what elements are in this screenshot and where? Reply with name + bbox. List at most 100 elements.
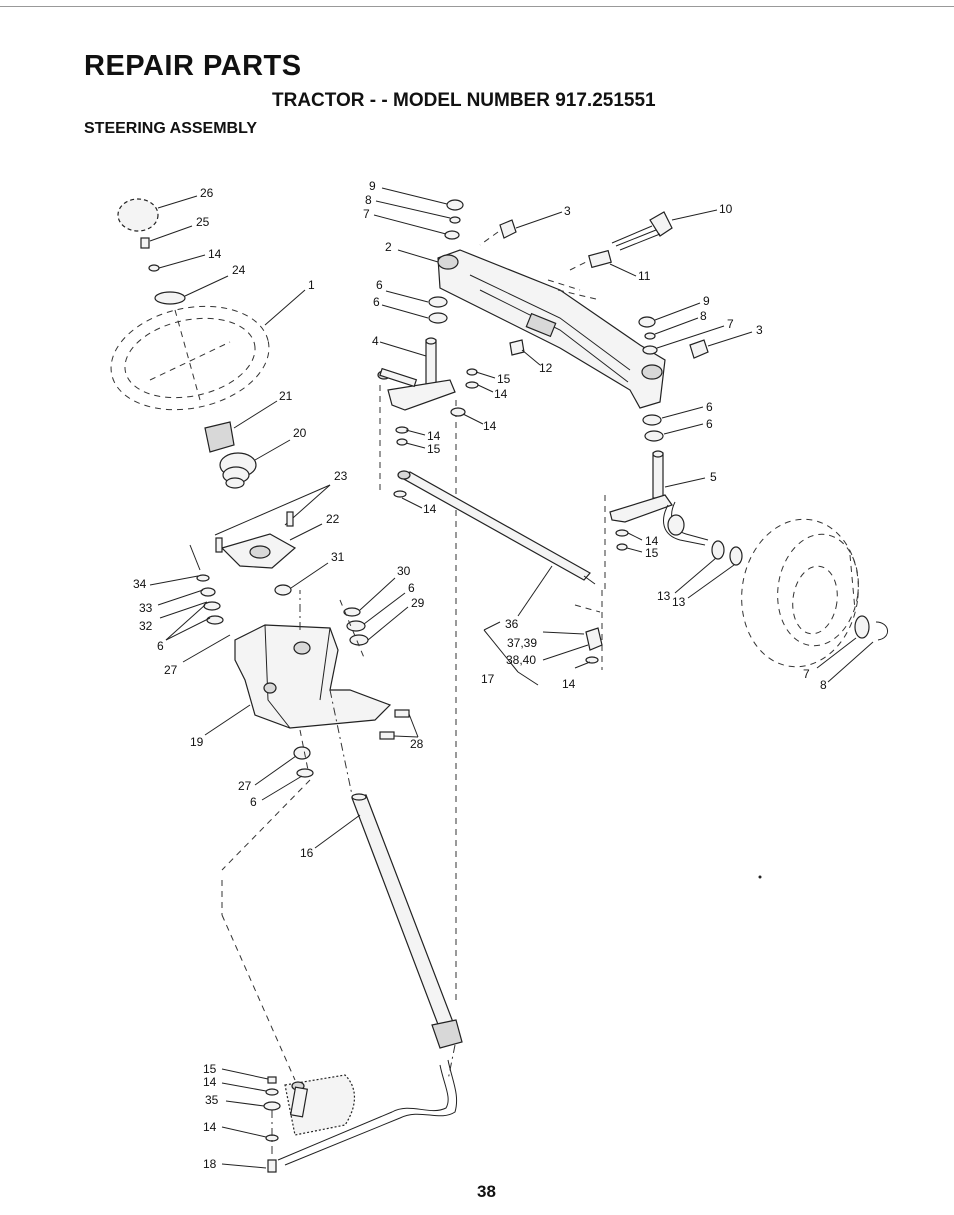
bolts-part-28	[379, 709, 419, 740]
callout-36: 36	[505, 617, 519, 631]
grease-fitting-left-part	[479, 211, 563, 246]
callout-35: 35	[205, 1093, 219, 1107]
callout-14: 14	[427, 429, 441, 443]
callout-13: 13	[672, 595, 686, 609]
callout-15: 15	[427, 442, 441, 456]
callout-27: 27	[238, 779, 252, 793]
model-subtitle: TRACTOR - - MODEL NUMBER 917.251551	[272, 90, 656, 111]
callout-14: 14	[208, 247, 222, 261]
page-title: REPAIR PARTS	[84, 50, 302, 82]
callout-15: 15	[203, 1062, 217, 1076]
front-wheel-part	[741, 518, 859, 668]
top-rule	[0, 6, 954, 7]
callout-27: 27	[164, 663, 178, 677]
axle-hardware-top-left	[373, 187, 464, 240]
callout-20: 20	[293, 426, 307, 440]
callout-5: 5	[710, 470, 717, 484]
stray-dot	[758, 875, 762, 879]
callout-18: 18	[203, 1157, 217, 1171]
spindle-left-hardware	[395, 368, 496, 449]
pivot-washers-right	[642, 406, 704, 442]
callout-7: 7	[803, 667, 810, 681]
callout-6: 6	[376, 278, 383, 292]
callout-24: 24	[232, 263, 246, 277]
callout-1: 1	[308, 278, 315, 292]
callout-14: 14	[494, 387, 508, 401]
callout-33: 33	[139, 601, 153, 615]
callout-14: 14	[562, 677, 576, 691]
callout-15: 15	[497, 372, 511, 386]
callout-14: 14	[423, 502, 437, 516]
steering-shaft-part	[314, 689, 463, 1081]
callout-6: 6	[706, 417, 713, 431]
callout-6: 6	[250, 795, 257, 809]
callout-7: 7	[727, 317, 734, 331]
sector-gear-part	[284, 1074, 355, 1136]
callout-12: 12	[539, 361, 553, 375]
callout-31: 31	[331, 550, 345, 564]
washer-part-24	[154, 275, 229, 305]
callout-11: 11	[638, 269, 651, 283]
steering-adapter-part	[204, 400, 278, 453]
pivot-washers-left	[381, 290, 448, 324]
axle-hardware-right	[638, 302, 753, 359]
bushing-part-31	[274, 562, 329, 596]
callout-10: 10	[719, 202, 733, 216]
callout-14: 14	[483, 419, 497, 433]
front-axle-beam-part	[397, 249, 666, 409]
callout-3: 3	[564, 204, 571, 218]
callout-37-39: 37,39	[507, 636, 537, 650]
wheel-washer-clip	[816, 615, 888, 683]
callout-6: 6	[706, 400, 713, 414]
callout-8: 8	[820, 678, 827, 692]
callout-32: 32	[139, 619, 153, 633]
callout-28: 28	[410, 737, 424, 751]
callout-15: 15	[645, 546, 659, 560]
spindle-right-hardware	[615, 529, 643, 553]
callout-19: 19	[190, 735, 204, 749]
callout-2: 2	[385, 240, 392, 254]
callout-8: 8	[700, 309, 707, 323]
callout-4: 4	[372, 334, 379, 348]
callout-22: 22	[326, 512, 340, 526]
steering-support-frame-part	[204, 590, 392, 736]
bushing-stack-lower	[221, 729, 314, 1081]
callout-29: 29	[411, 596, 425, 610]
callout-6: 6	[408, 581, 415, 595]
bolt-stack-left	[149, 544, 231, 663]
drag-link-lower-part	[277, 1059, 458, 1166]
callout-38-40: 38,40	[506, 653, 536, 667]
page-number: 38	[477, 1182, 496, 1201]
callout-21: 21	[279, 389, 293, 403]
callout-7: 7	[363, 207, 370, 221]
callout-34: 34	[133, 577, 147, 591]
callout-25: 25	[196, 215, 210, 229]
callout-26: 26	[200, 186, 214, 200]
sector-hardware-stack	[221, 1068, 281, 1173]
callout-9: 9	[369, 179, 376, 193]
callout-17: 17	[481, 672, 495, 686]
spacer-part-11	[569, 249, 637, 277]
console-bracket-part	[214, 484, 331, 569]
steering-wheel-part	[110, 289, 306, 411]
callout-30: 30	[397, 564, 411, 578]
left-spindle-part	[377, 337, 457, 1000]
ball-joint-part	[483, 590, 603, 686]
callout-8: 8	[365, 193, 372, 207]
steering-boot-part	[219, 439, 291, 489]
callout-16: 16	[300, 846, 314, 860]
hub-washers-part	[667, 514, 743, 599]
callout-9: 9	[703, 294, 710, 308]
steering-cap-part	[117, 195, 198, 232]
callout-6: 6	[157, 639, 164, 653]
section-title: STEERING ASSEMBLY	[84, 120, 258, 137]
tie-rod-part	[393, 470, 596, 617]
right-spindle-part	[604, 450, 709, 590]
callout-23: 23	[334, 469, 348, 483]
callout-3: 3	[756, 323, 763, 337]
callout-14: 14	[203, 1120, 217, 1134]
axle-bolt-part-12	[509, 339, 541, 366]
callout-6: 6	[373, 295, 380, 309]
steering-bolt-part	[140, 225, 193, 249]
